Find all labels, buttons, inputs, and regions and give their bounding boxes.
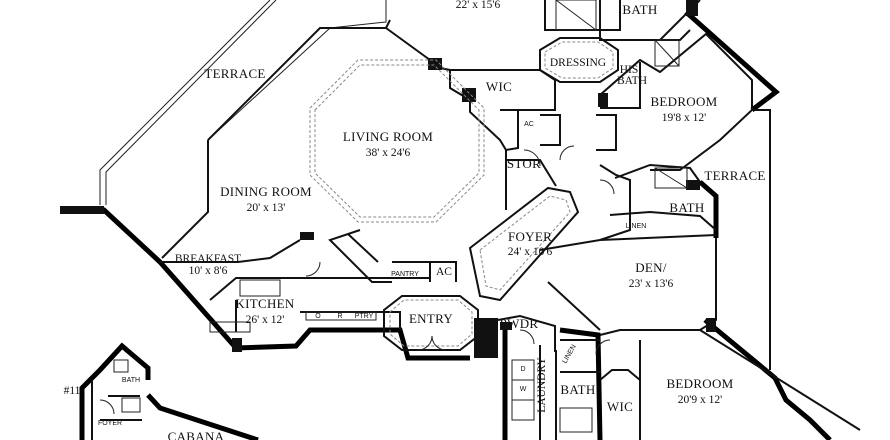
terrace-left-label: TERRACE	[204, 66, 265, 81]
pantry-label: PANTRY	[391, 271, 419, 278]
laundry-dryer-label: D	[520, 366, 525, 373]
den-dims: 23' x 13'6	[629, 278, 674, 290]
room-labels: 22' x 15'6 BATH TERRACE DRESSING WIC HIS…	[64, 0, 766, 440]
dining-room-dims: 20' x 13'	[247, 202, 286, 214]
dressing-label: DRESSING	[550, 57, 606, 69]
bath-top-label: BATH	[622, 2, 657, 17]
cabana-label: CABANA	[168, 429, 225, 440]
entry-label: ENTRY	[409, 311, 453, 326]
laundry-washer-label: W	[520, 386, 527, 393]
kitchen-oven-label: O	[315, 313, 321, 320]
kitchen-name: KITCHEN	[235, 296, 294, 311]
den-name: DEN/	[635, 260, 667, 275]
top-room-dims-label: 22' x 15'6	[456, 0, 501, 11]
foyer-name: FOYER	[508, 229, 552, 244]
ac-mid-label: AC	[436, 266, 452, 278]
bedroom-low-dims: 20'9 x 12'	[678, 394, 722, 406]
kitchen-refrigerator-label: R	[337, 313, 342, 320]
bedroom-right-dims: 19'8 x 12'	[662, 112, 706, 124]
interior-partitions	[160, 29, 717, 433]
kitchen-dims: 26' x 12'	[246, 314, 285, 326]
living-room-name: LIVING ROOM	[343, 129, 433, 144]
cabana-bath-label: BATH	[122, 377, 140, 384]
foyer-gallery	[468, 186, 580, 302]
ac-top-label: AC	[524, 121, 534, 128]
kitchen-ptry-label: PTRY	[355, 313, 374, 320]
linen-mid-label: LINEN	[626, 223, 647, 230]
breakfast-name: BREAKFAST	[175, 253, 241, 265]
wic-top-label: WIC	[486, 79, 512, 94]
linen-low-label: LINEN	[562, 344, 578, 365]
bedroom-low-name: BEDROOM	[666, 376, 733, 391]
terrace-right-label: TERRACE	[704, 168, 765, 183]
door-swings	[305, 145, 615, 355]
living-ceiling	[309, 59, 485, 223]
wic-low-label: WIC	[607, 399, 633, 414]
living-room-dims: 38' x 24'6	[366, 147, 411, 159]
wall-blocks	[60, 0, 716, 358]
unit-number-label: #11	[64, 385, 81, 397]
exterior-walls	[60, 0, 861, 440]
foyer-dims: 24' x 10'6	[508, 246, 553, 258]
his-bath-label-2: BATH	[617, 75, 647, 87]
his-bath-label-1: HIS	[620, 64, 639, 76]
dining-room-name: DINING ROOM	[220, 184, 312, 199]
stor-label: STOR	[507, 156, 541, 171]
bath-mid-label: BATH	[669, 200, 704, 215]
breakfast-dims: 10' x 8'6	[189, 265, 228, 277]
pwdr-label: PWDR	[500, 316, 539, 331]
cabana-outline	[79, 342, 259, 440]
bath-low-label: BATH	[560, 382, 595, 397]
laundry-label: LAUNDRY	[536, 357, 548, 413]
bedroom-right-name: BEDROOM	[650, 94, 717, 109]
terrace-left-outline	[99, 0, 387, 205]
dressing-area	[539, 0, 619, 83]
cabana-foyer-label: FOYER	[98, 420, 122, 427]
